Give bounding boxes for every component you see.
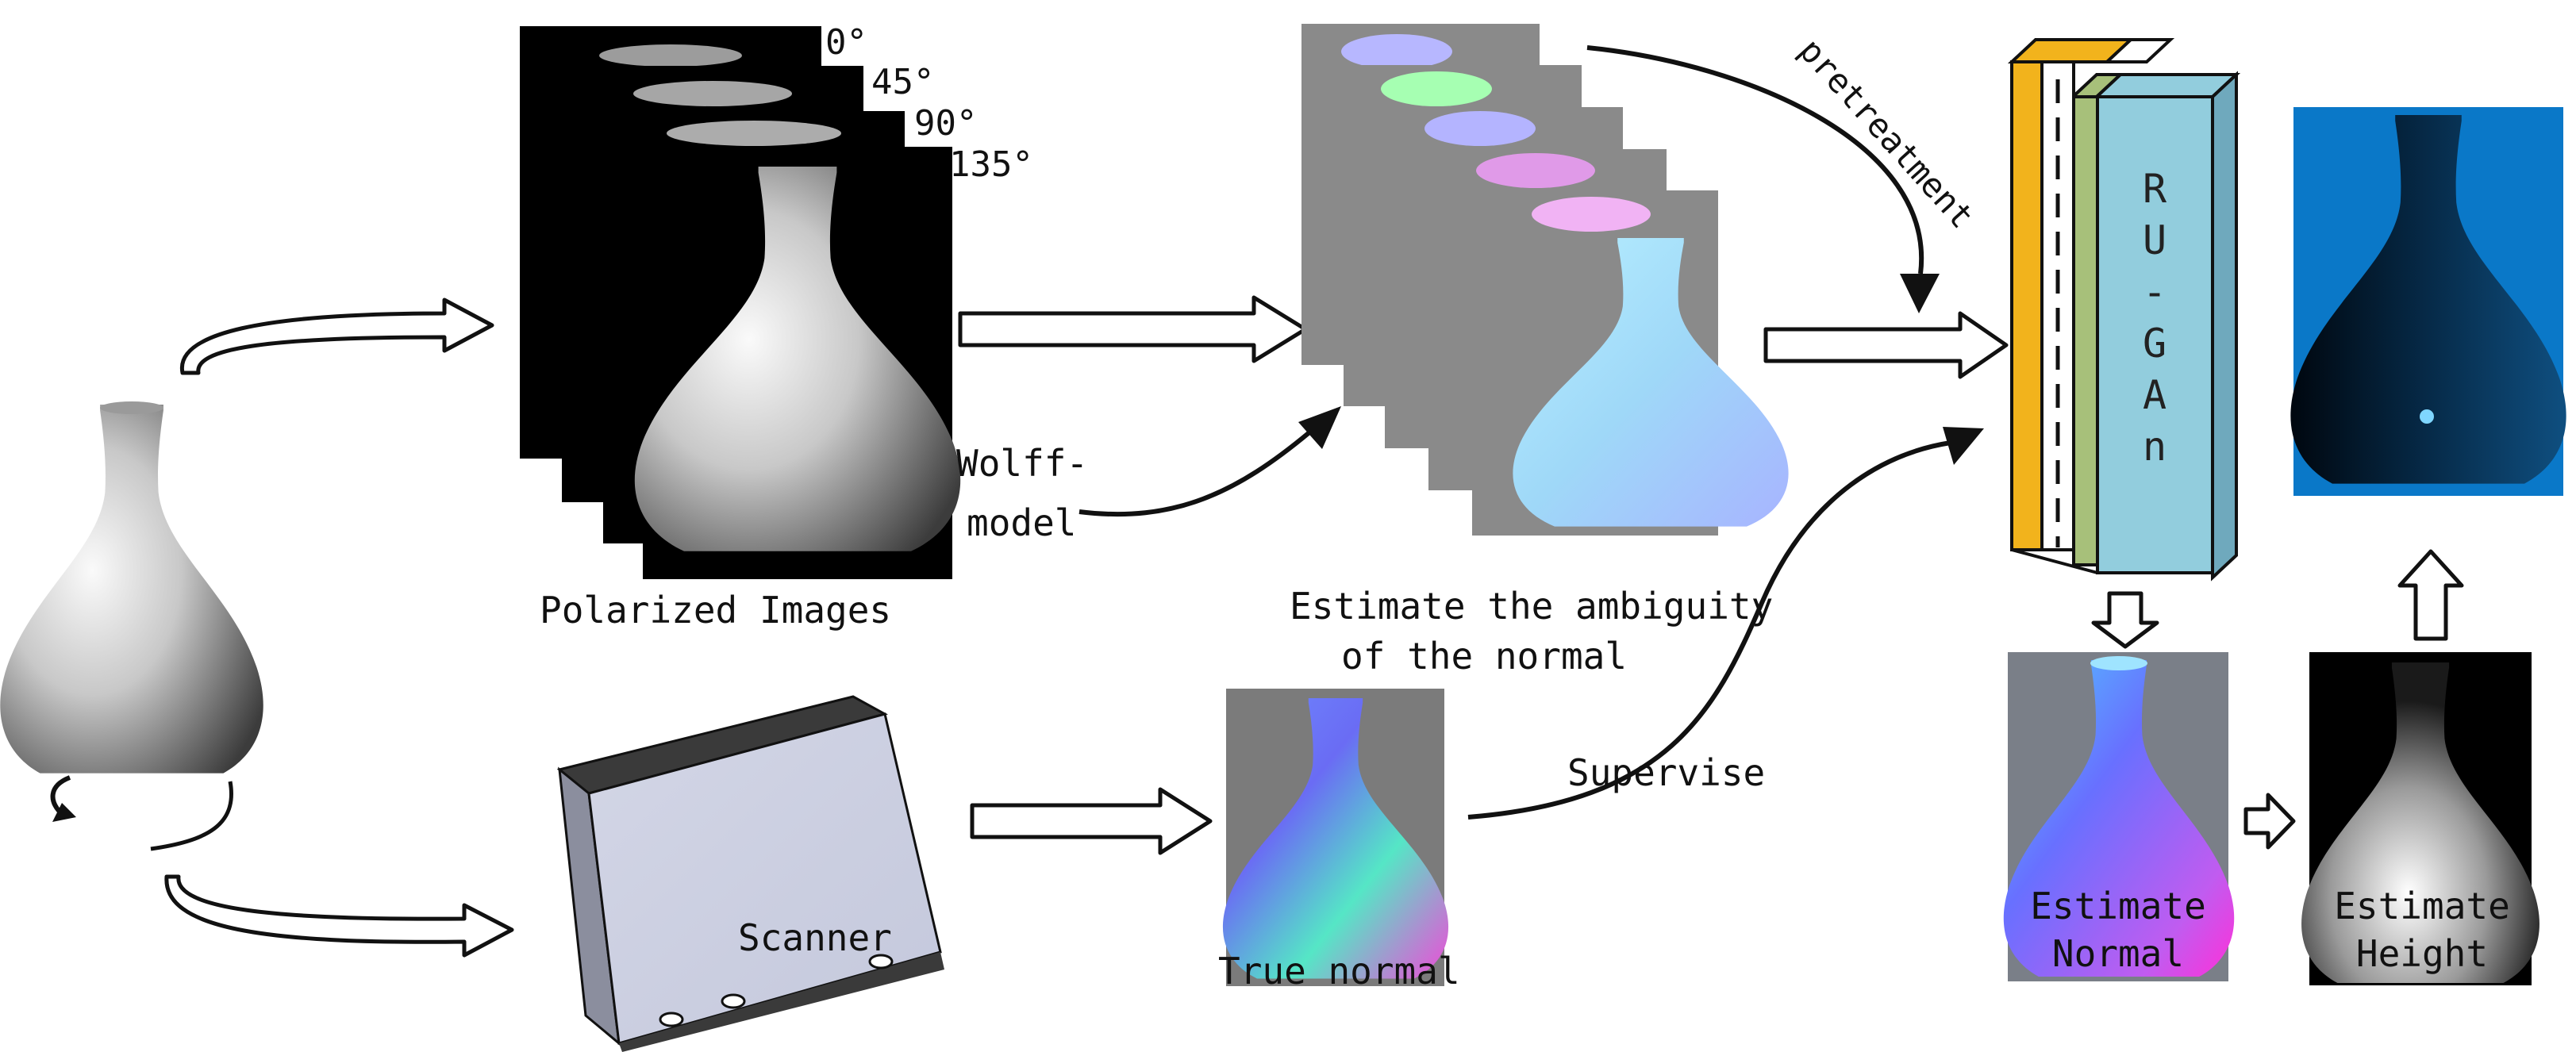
hollow-arrow-to-height bbox=[2243, 793, 2296, 850]
estimate-height-label-line2: Height bbox=[2356, 932, 2488, 975]
network-letter-n: n bbox=[2143, 424, 2167, 470]
hollow-arrow-to-true-normal bbox=[970, 787, 1213, 855]
scanner-device bbox=[556, 695, 944, 1052]
network-letter-g: G bbox=[2143, 321, 2167, 367]
supervise-arrowhead-icon bbox=[1943, 427, 1984, 465]
angle-90-label: 90° bbox=[914, 103, 977, 144]
ambiguity-label-line1: Estimate the ambiguity bbox=[1290, 585, 1773, 628]
scanner-label: Scanner bbox=[738, 916, 892, 959]
estimate-normal-image bbox=[2003, 652, 2235, 981]
hollow-arrow-to-ambiguity bbox=[958, 295, 1308, 363]
network-letter-u: U bbox=[2143, 217, 2167, 263]
estimate-normal-label-line1: Estimate bbox=[2030, 885, 2206, 927]
hollow-arrow-up-to-result bbox=[2397, 549, 2464, 641]
ru-gan-network bbox=[2007, 38, 2241, 582]
network-letter-r: R bbox=[2143, 166, 2167, 212]
estimate-height-label-line1: Estimate bbox=[2334, 885, 2510, 927]
pretreatment-label: pretreatment bbox=[1792, 31, 1982, 236]
pretreatment-curve-arrow bbox=[1586, 45, 1924, 275]
network-letter-dash: - bbox=[2143, 269, 2167, 315]
wolff-arrowhead-icon bbox=[1298, 406, 1341, 449]
angle-135-label: 135° bbox=[949, 144, 1033, 185]
hollow-arrow-down-to-normal bbox=[2091, 591, 2159, 649]
estimate-height-image bbox=[2301, 652, 2539, 985]
hollow-arrow-to-polarized bbox=[179, 298, 494, 375]
input-vase bbox=[0, 401, 263, 774]
hollow-arrow-to-scanner bbox=[164, 874, 514, 958]
ambiguity-label-line2: of the normal bbox=[1341, 635, 1627, 678]
rotate-arrowhead-icon bbox=[52, 803, 76, 822]
hollow-arrow-to-network bbox=[1763, 311, 2009, 379]
polarized-images-label: Polarized Images bbox=[540, 589, 891, 632]
supervise-label: Supervise bbox=[1567, 751, 1765, 794]
estimate-normal-label-line2: Normal bbox=[2052, 932, 2184, 975]
network-letter-a: A bbox=[2143, 372, 2167, 418]
link-curve bbox=[150, 781, 233, 851]
wolff-label-line1: Wolff- bbox=[956, 442, 1088, 485]
supervise-curve-arrow bbox=[1467, 440, 1951, 820]
pretreatment-arrowhead-icon bbox=[1900, 274, 1940, 313]
wolff-label-line2: model bbox=[967, 501, 1076, 544]
wolff-curve-arrow bbox=[1078, 430, 1311, 517]
angle-0-label: 0° bbox=[825, 22, 867, 63]
true-normal-label: True normal bbox=[1218, 950, 1460, 992]
angle-45-label: 45° bbox=[871, 62, 934, 102]
estimated-reconstruction-image bbox=[2290, 107, 2566, 496]
true-normal-image bbox=[1222, 689, 1449, 986]
ambiguity-normal-stack bbox=[1301, 24, 1789, 536]
polarized-images-stack bbox=[520, 26, 961, 579]
